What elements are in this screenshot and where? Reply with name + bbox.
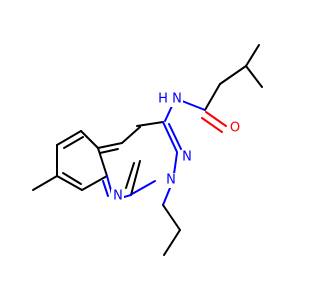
- pyrazole-n1-label: N: [166, 173, 176, 188]
- bond-ch2-carbonyl: [204, 83, 221, 111]
- pyrazole-ring-bonds: [121, 121, 182, 196]
- bond-c9a-c3a: [130, 160, 141, 196]
- bond-carbonyl-amide-n: [181, 100, 206, 111]
- bond-carbonyl-oxygen: [205, 111, 227, 127]
- bond-c8a-c4a: [97, 147, 108, 177]
- atom-labels: N H O N N N: [111, 92, 241, 204]
- bond-amide-n-c3: [164, 105, 173, 122]
- quinoline-ring-bonds: [32, 130, 135, 198]
- bond-carbonyl-oxygen-double: [201, 117, 223, 133]
- bond-c4-c4a-inner: [99, 148, 119, 154]
- bond-propyl-ch2-ch2: [162, 204, 181, 231]
- amide-hydrogen-label: H: [158, 92, 168, 107]
- bond-n2-n1: [173, 152, 178, 175]
- bond-c5-c6: [56, 130, 82, 146]
- pyrazole-n2-label: N: [182, 150, 192, 165]
- bond-propyl-ch2-ch3: [163, 229, 181, 256]
- bond-c8a-n9-inner: [102, 180, 109, 197]
- bond-n1-ch2: [162, 187, 171, 206]
- bond-ch-ch2: [219, 65, 247, 85]
- bond-c7-methyl: [32, 175, 58, 191]
- bond-c5-c6-inner: [63, 136, 84, 149]
- bond-c9a-c3a-inner: [125, 162, 135, 189]
- bond-c3-c3a: [136, 121, 164, 127]
- propyl-chain-bonds: [162, 187, 181, 256]
- quinoline-nitrogen-label: N: [113, 189, 123, 204]
- bond-c4-c4a: [97, 142, 123, 149]
- amide-nitrogen-label: N: [172, 92, 182, 107]
- bond-c7-c8-inner: [62, 172, 82, 185]
- carbonyl-oxygen-label: O: [230, 121, 240, 136]
- bond-c4a-c5: [80, 130, 99, 149]
- bond-c3-n2-double: [168, 123, 182, 150]
- side-chain-bonds: [164, 44, 263, 133]
- bond-n1-c9a: [131, 180, 156, 195]
- bond-c3-n2: [162, 121, 178, 153]
- bond-methyl-a-ch: [245, 44, 260, 67]
- bond-c8-c8a: [81, 175, 108, 191]
- bond-n9-c9a: [123, 194, 132, 198]
- bond-methyl-b-ch: [245, 65, 263, 88]
- bond-c7-c8: [56, 175, 83, 191]
- bond-c3a-c4: [121, 126, 141, 144]
- molecule-structure: N H O N N N: [32, 44, 263, 256]
